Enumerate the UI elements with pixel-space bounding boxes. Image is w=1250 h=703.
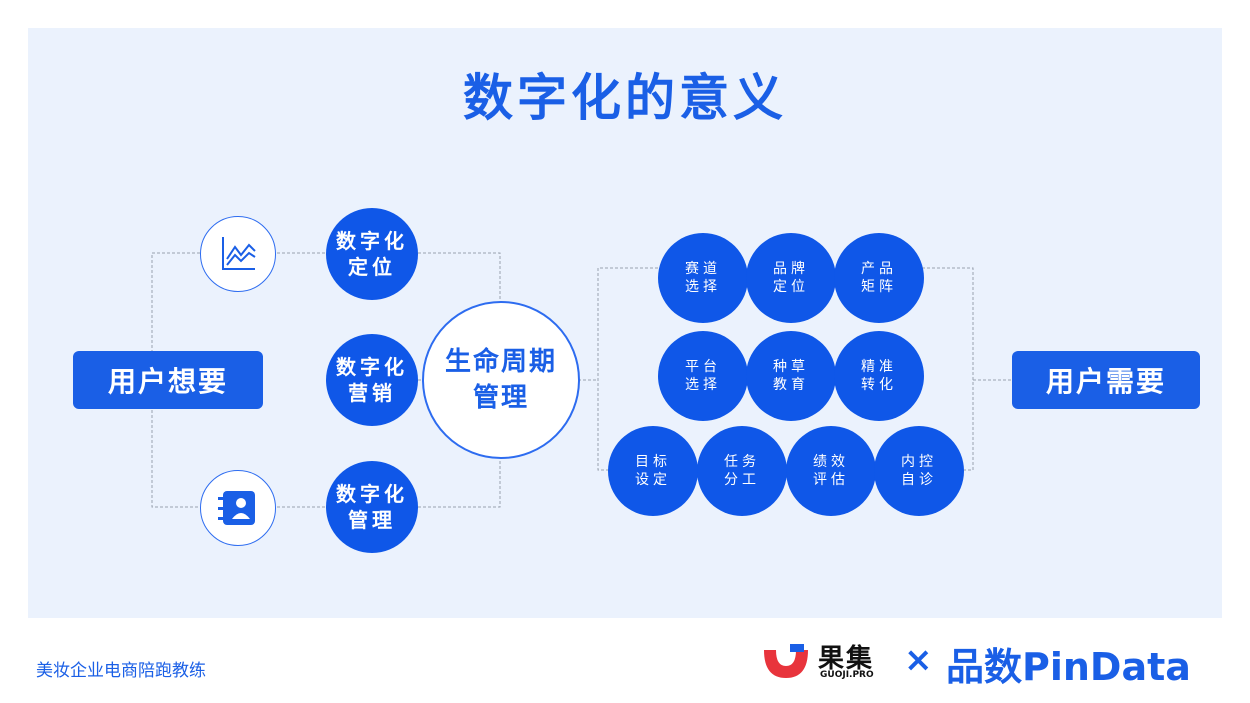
precise-conversion-node: 精准 转化 xyxy=(834,331,924,421)
guoji-logo-subtext: GUOJI.PRO xyxy=(820,670,874,680)
line-chart-icon-badge xyxy=(200,216,276,292)
seeding-education-node: 种草 教育 xyxy=(746,331,836,421)
task-division-node: 任务 分工 xyxy=(697,426,787,516)
user-needs-box: 用户需要 xyxy=(1012,351,1200,409)
platform-selection-node: 平台 选择 xyxy=(658,331,748,421)
digital-management-node: 数字化 管理 xyxy=(326,461,418,553)
line-chart-icon xyxy=(222,237,256,270)
goal-setting-node: 目标 设定 xyxy=(608,426,698,516)
contact-book-badge xyxy=(200,470,276,546)
digital-positioning-node: 数字化 定位 xyxy=(326,208,418,300)
digital-marketing-node: 数字化 营销 xyxy=(326,334,418,426)
contact-book-icon xyxy=(218,491,255,525)
guoji-logo-text: 果集 xyxy=(818,644,875,674)
footer-caption: 美妆企业电商陪跑教练 xyxy=(36,661,206,681)
track-selection-node: 赛道 选择 xyxy=(658,233,748,323)
guoji-logo-icon xyxy=(764,644,808,678)
logo-separator: × xyxy=(904,640,933,680)
internal-control-node: 内控 自诊 xyxy=(874,426,964,516)
performance-evaluation-node: 绩效 评估 xyxy=(786,426,876,516)
product-matrix-node: 产品 矩阵 xyxy=(834,233,924,323)
lifecycle-management-node: 生命周期 管理 xyxy=(422,301,580,459)
user-wants-box: 用户想要 xyxy=(73,351,263,409)
partner-logos: 果集 GUOJI.PRO × 品数PinData xyxy=(758,636,1228,689)
page-title: 数字化的意义 xyxy=(463,69,787,127)
pindata-logo-text: 品数PinData xyxy=(946,645,1191,689)
brand-positioning-node: 品牌 定位 xyxy=(746,233,836,323)
